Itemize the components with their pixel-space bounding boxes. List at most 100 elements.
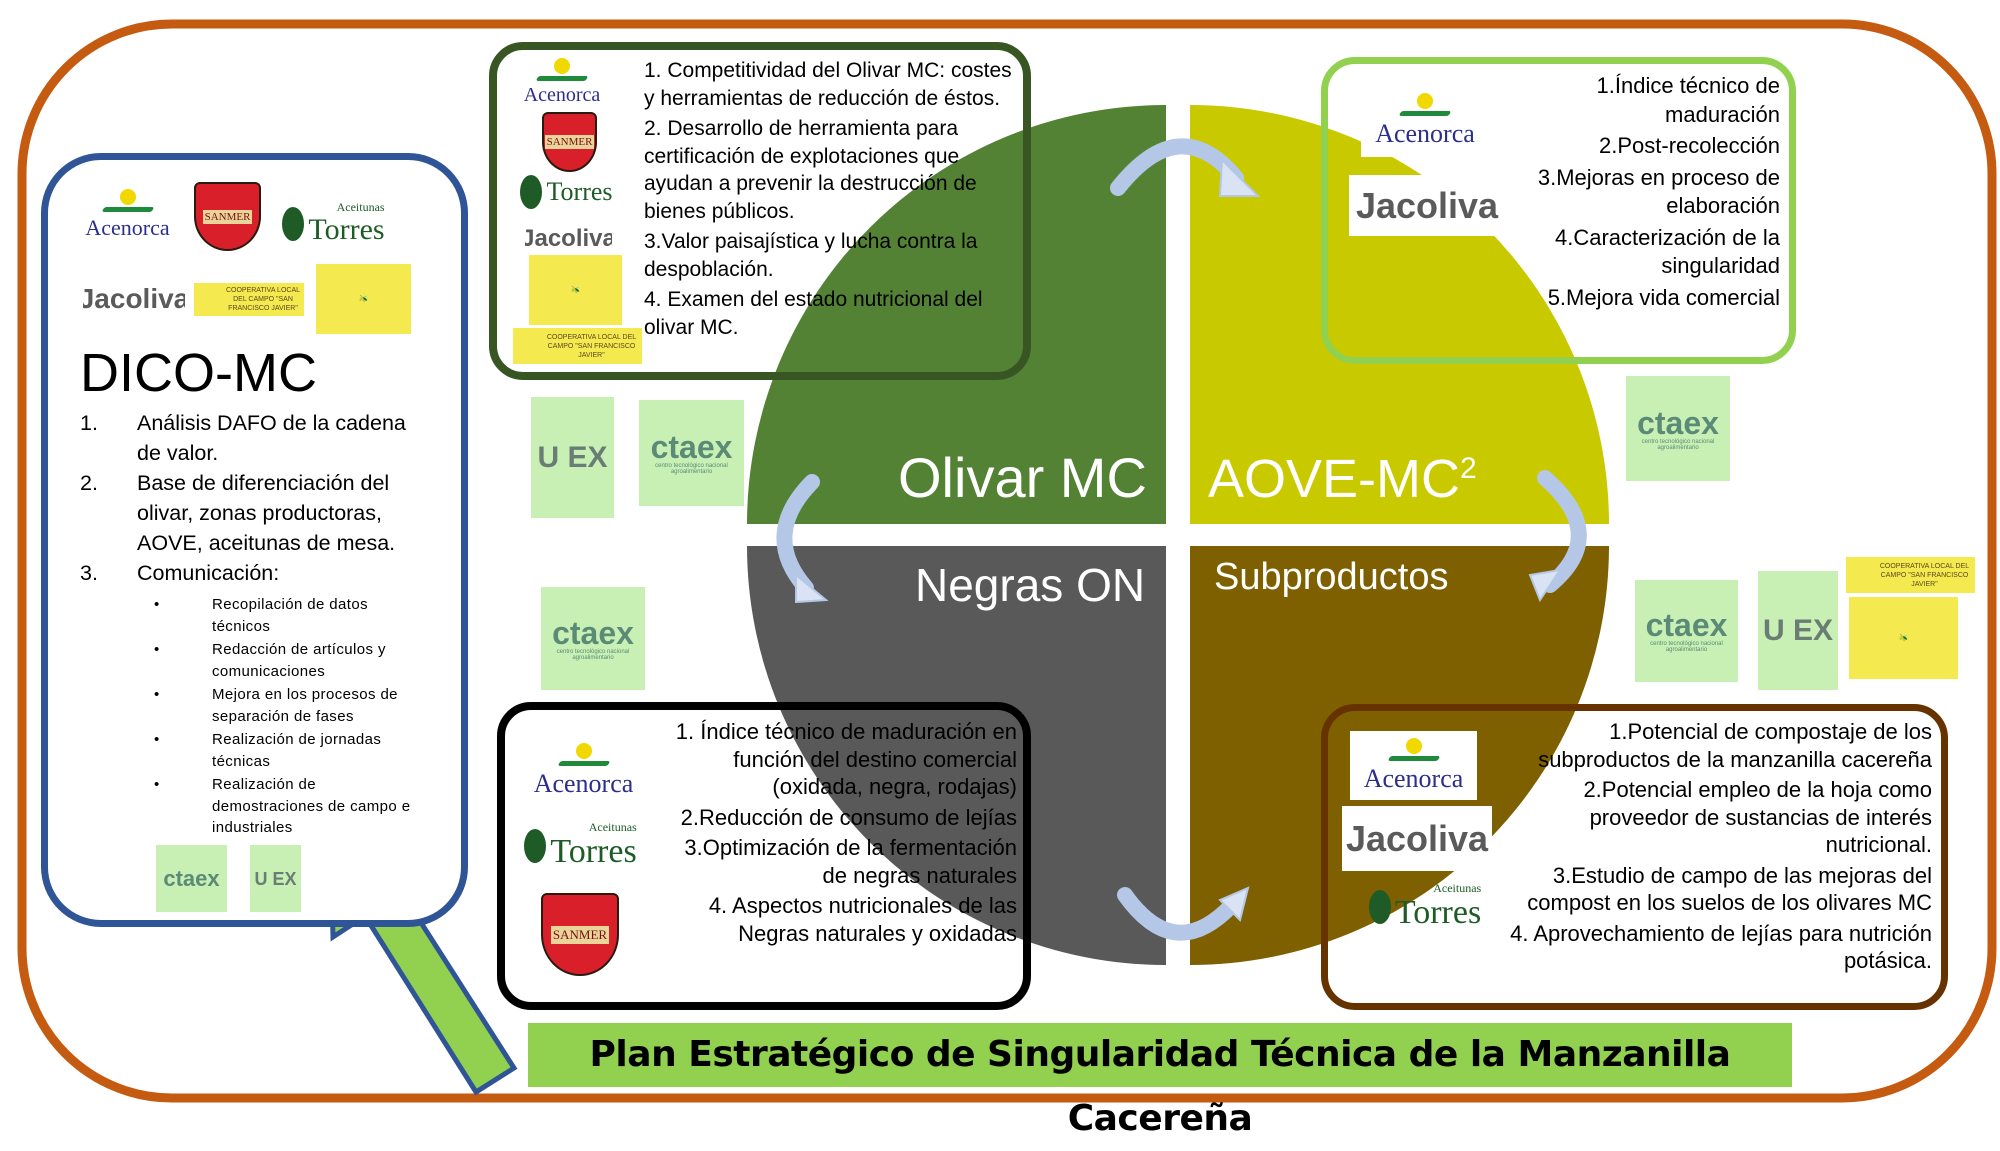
label-aove-mc2: AOVE-MC2 bbox=[1208, 448, 1477, 510]
logo-subtext: centro tecnológico nacional agroalimenta… bbox=[556, 648, 630, 661]
logo-uex: U EX bbox=[531, 397, 614, 518]
item-text: Análisis DAFO de la cadena de valor. bbox=[137, 411, 406, 465]
logo-text: ctaex bbox=[1645, 607, 1728, 643]
logo-jacoliva: Jacoliva bbox=[525, 223, 612, 255]
quadrant-aove bbox=[1190, 105, 1609, 524]
logo-coop-san-francisco: COOPERATIVA LOCAL DEL CAMPO "SAN FRANCIS… bbox=[194, 283, 304, 316]
logo-sanmer: SANMER bbox=[194, 182, 261, 251]
aove-item: 5.Mejora vida comercial bbox=[1547, 284, 1780, 310]
logo-jacoliva: Jacoliva bbox=[1349, 175, 1505, 236]
logo-ctaex: ctaex bbox=[156, 845, 227, 912]
item-number: 2. bbox=[80, 471, 98, 495]
logo-olive-cooperative: 🫒 bbox=[316, 264, 411, 334]
bullet-text: Mejora en los procesos de separación de … bbox=[212, 686, 398, 725]
logo-text: SANMER bbox=[550, 925, 610, 944]
outer-frame bbox=[17, 19, 1997, 1103]
logo-torres: Torres bbox=[514, 170, 619, 214]
dico-list: 1.Análisis DAFO de la cadena de valor. 2… bbox=[80, 408, 420, 839]
item-text: Base de diferenciación del olivar, zonas… bbox=[137, 471, 396, 555]
dico-item: 3.Comunicación: bbox=[80, 558, 420, 588]
logo-sanmer: SANMER bbox=[541, 893, 619, 976]
aove-text: AOVE-MC bbox=[1208, 449, 1461, 509]
logo-uex: U EX bbox=[1758, 571, 1838, 690]
sub-item: 1.Potencial de compostaje de los subprod… bbox=[1538, 719, 1932, 772]
cycle-arrow-bottom bbox=[1117, 887, 1240, 941]
logo-text: SANMER bbox=[202, 209, 253, 224]
aove-item: 3.Mejoras en proceso de elaboración bbox=[1537, 164, 1780, 219]
logo-text: Aceitunas bbox=[336, 199, 385, 214]
logo-text: Torres bbox=[1394, 894, 1482, 931]
olivar-item: 4. Examen del estado nutricional del oli… bbox=[644, 288, 983, 339]
bullet-text: Redacción de artículos y comunicaciones bbox=[212, 641, 386, 680]
logo-text: ctaex bbox=[163, 865, 220, 891]
subproductos-list: 1.Potencial de compostaje de los subprod… bbox=[1488, 718, 1932, 978]
logo-acenorca: Acenorca bbox=[514, 57, 610, 108]
logo-coop-san-francisco: COOPERATIVA LOCAL DEL CAMPO "SAN FRANCIS… bbox=[513, 328, 642, 364]
logo-text: Acenorca bbox=[1375, 118, 1475, 148]
olivar-item: 2. Desarrollo de herramienta para certif… bbox=[644, 117, 977, 223]
aove-list: 1.Índice técnico de maduración 2.Post-re… bbox=[1520, 72, 1780, 315]
negras-box bbox=[497, 702, 1031, 1010]
logo-olive-cooperative: 🫒 bbox=[529, 255, 622, 325]
logo-text: Acenorca bbox=[85, 215, 170, 240]
quadrant-olivar bbox=[747, 105, 1166, 524]
logo-text: Aceitunas bbox=[1433, 881, 1482, 895]
label-olivar-mc: Olivar MC bbox=[898, 446, 1147, 509]
negras-item: 1. Índice técnico de maduración en funci… bbox=[675, 719, 1017, 799]
bullet-text: Realización de jornadas técnicas bbox=[212, 731, 382, 770]
logo-sanmer: SANMER bbox=[542, 112, 597, 172]
logo-olive-cooperative: 🫒 bbox=[1849, 597, 1958, 679]
logo-subtext: centro tecnológico nacional agroalimenta… bbox=[1650, 641, 1723, 653]
olivar-item: 1. Competitividad del Olivar MC: costes … bbox=[644, 59, 1012, 110]
logo-jacoliva: Jacoliva bbox=[1342, 806, 1492, 871]
dico-bullet: •Recopilación de datos técnicos bbox=[80, 594, 420, 637]
logo-subtext: centro tecnológico nacional agroalimenta… bbox=[1641, 438, 1715, 451]
logo-acenorca: Acenorca bbox=[1361, 84, 1489, 157]
sub-item: 2.Potencial empleo de la hoja como prove… bbox=[1583, 777, 1932, 857]
cycle-arrow-right bbox=[1537, 470, 1587, 593]
logo-coop-san-francisco: COOPERATIVA LOCAL DEL CAMPO "SAN FRANCIS… bbox=[1846, 557, 1975, 593]
logo-text: ctaex bbox=[552, 614, 634, 651]
dico-bullet: •Mejora en los procesos de separación de… bbox=[80, 684, 420, 727]
negras-item: 4. Aspectos nutricionales de las Negras … bbox=[708, 893, 1017, 946]
olivar-item: 3.Valor paisajística y lucha contra la d… bbox=[644, 230, 978, 281]
page-title: Plan Estratégico de Singularidad Técnica… bbox=[589, 1034, 1731, 1139]
logo-text: Acenorca bbox=[1363, 763, 1464, 793]
bullet-text: Recopilación de datos técnicos bbox=[212, 596, 368, 635]
dico-bullet: •Redacción de artículos y comunicaciones bbox=[80, 639, 420, 682]
logo-uex: U EX bbox=[250, 845, 301, 912]
logo-text: Torres bbox=[308, 212, 385, 246]
logo-jacoliva: Jacoliva bbox=[83, 278, 185, 319]
item-number: 3. bbox=[80, 561, 98, 585]
logo-acenorca: Acenorca bbox=[520, 736, 647, 806]
label-negras-on: Negras ON bbox=[915, 559, 1146, 611]
dico-item: 2. Base de diferenciación del olivar, zon… bbox=[80, 468, 420, 558]
logo-text: ctaex bbox=[650, 429, 733, 465]
logo-text: Torres bbox=[546, 177, 613, 206]
aove-superscript: 2 bbox=[1460, 452, 1477, 485]
logo-acenorca: Acenorca bbox=[74, 185, 181, 245]
logo-text: Acenorca bbox=[523, 84, 601, 106]
logo-text: Torres bbox=[550, 832, 637, 870]
aove-box bbox=[1321, 57, 1796, 364]
aove-item: 4.Caracterización de la singularidad bbox=[1554, 224, 1780, 279]
label-subproductos: Subproductos bbox=[1214, 556, 1449, 598]
logo-text: Acenorca bbox=[533, 769, 634, 798]
olivar-list: 1. Competitividad del Olivar MC: costes … bbox=[644, 57, 1024, 344]
dico-bullet: •Realización de jornadas técnicas bbox=[80, 729, 420, 772]
aove-item: 2.Post-recolección bbox=[1599, 133, 1780, 158]
logo-text: Aceitunas bbox=[588, 819, 637, 834]
dico-title: DICO-MC bbox=[80, 343, 317, 403]
negras-item: 3.Optimización de la fermentación de neg… bbox=[684, 835, 1017, 888]
subproductos-box bbox=[1321, 704, 1948, 1010]
logo-subtext: centro tecnológico nacional agroalimenta… bbox=[655, 463, 728, 475]
sub-item: 4. Aprovechamiento de lejías para nutric… bbox=[1510, 920, 1932, 974]
negras-list: 1. Índice técnico de maduración en funci… bbox=[655, 718, 1017, 950]
